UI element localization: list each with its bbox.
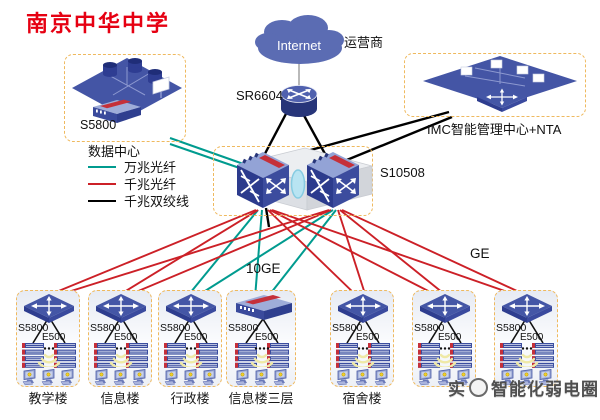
datacenter-label: 数据中心 [88,144,141,159]
label-10ge: 10GE [246,261,281,276]
building-name-2: 信息楼 [100,391,140,406]
datacenter-switch-icon [93,99,141,123]
legend-item-twisted-pair: 千兆双绞线 [88,192,189,209]
internet-cloud-icon: Internet [255,15,344,64]
legend-line-tp [88,199,116,202]
imc-platform-icon [423,56,577,112]
legend-line-1g [88,182,116,185]
building-switch-label: S5800 [332,322,363,334]
legend-item-10g-fiber: 万兆光纤 [88,158,189,175]
watermark-text: 智能化弱电圈 [491,380,599,399]
legend-label-tp: 千兆双绞线 [124,194,190,209]
watermark-logo-icon [469,378,488,397]
building-switch-label: S5800 [496,322,527,334]
page-title: 南京中华中学 [26,11,171,36]
imc-box [404,53,586,117]
datacenter-platform-icon [72,58,182,123]
core-switch-box [213,146,373,216]
core-switch-icon [237,147,373,211]
watermark: 实 智能化弱电圈 [448,375,599,400]
label-ge: GE [470,246,490,261]
router-icon [280,85,318,117]
building-box-1: S5800 E500 [16,290,80,387]
legend-line-10g [88,165,116,168]
core-left-cube-icon [237,152,289,208]
legend-label-10g: 万兆光纤 [124,160,177,175]
building-access-label: E500 [356,332,380,343]
building-box-5: S5800 E500 [330,290,394,387]
imc-label: IMC智能管理中心+NTA [427,122,562,137]
legend-item-1g-fiber: 千兆光纤 [88,175,189,192]
building-switch-label: S5800 [160,322,191,334]
building-name-5: 宿舍楼 [342,391,382,406]
building-switch-label: S5800 [414,322,445,334]
datacenter-screen-icon [152,76,170,98]
building-access-label: E500 [184,332,208,343]
building-switch-label: S5800 [228,322,259,334]
internet-label: Internet [277,38,321,53]
building-box-7: S5800 E500 [494,290,558,387]
building-access-label: E500 [438,332,462,343]
building-name-1: 教学楼 [28,391,68,406]
imc-switch-icon [477,86,527,112]
building-access-label: E500 [520,332,544,343]
router-label: SR6604 [236,88,283,103]
legend-label-1g: 千兆光纤 [124,177,177,192]
building-box-3: S5800 E500 [158,290,222,387]
building-name-3: 行政楼 [170,391,210,406]
building-access-label: E500 [42,332,66,343]
legend: 万兆光纤 千兆光纤 千兆双绞线 [88,158,189,209]
core-right-cube-icon [307,152,359,208]
watermark-prefix: 实 [448,380,466,399]
carrier-label: 运营商 [344,35,384,50]
datacenter-box: S5800 [64,54,186,142]
building-switch-label: S5800 [18,322,49,334]
datacenter-switch-label: S5800 [80,118,117,132]
imc-computers-icon [460,59,545,83]
building-box-2: S5800 E500 [88,290,152,387]
core-switch-label: S10508 [380,165,425,180]
building-switch-label: S5800 [90,322,121,334]
building-name-4: 信息楼三层 [228,391,294,406]
building-access-label: E500 [114,332,138,343]
building-access-label: E500 [255,332,279,343]
building-box-6: S5800 E500 [412,290,476,387]
irf-link-icon [290,169,306,199]
building-box-4: S5800 E500 [226,290,296,387]
